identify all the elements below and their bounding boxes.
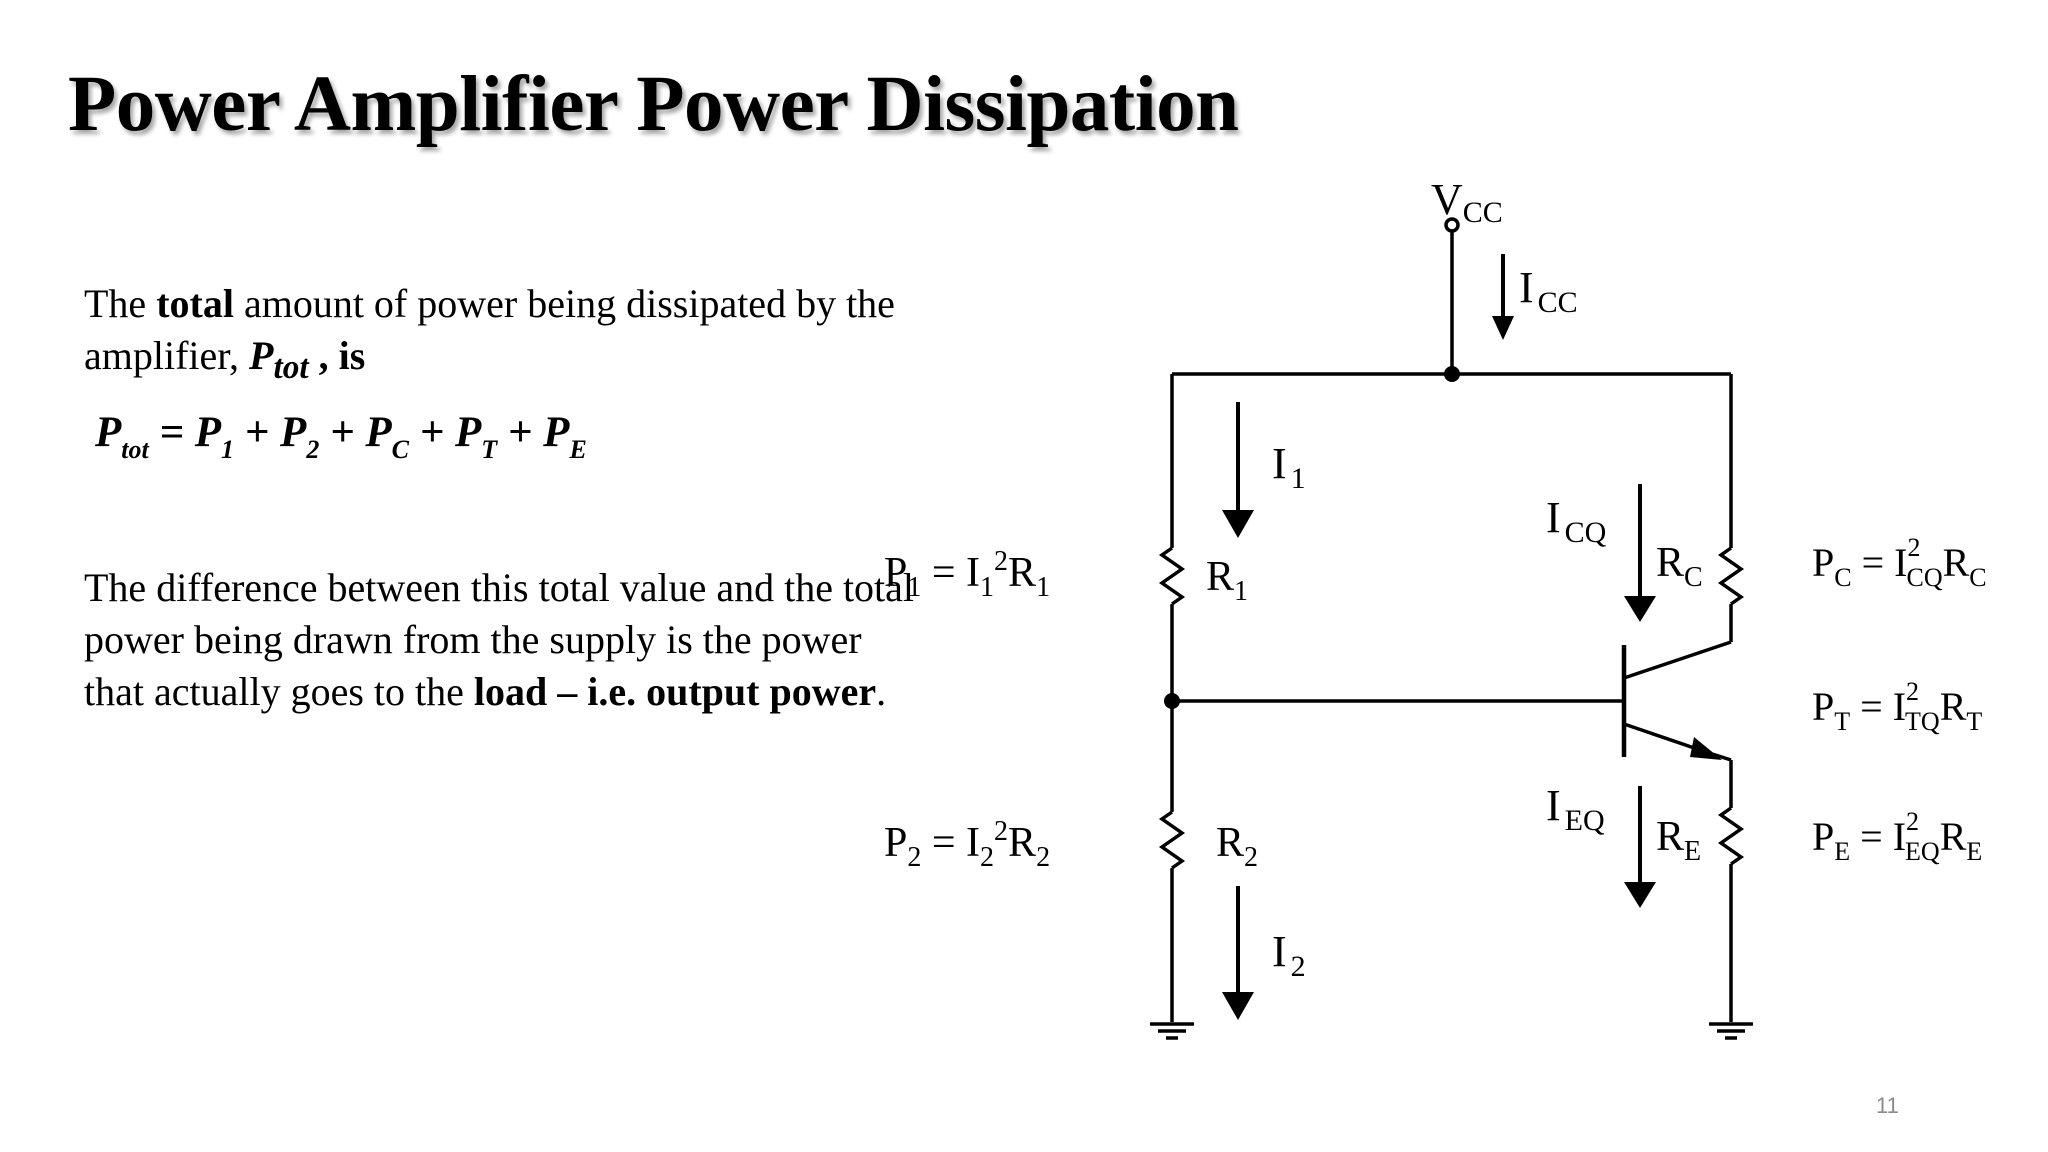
r2-label: R2 <box>1216 820 1258 873</box>
icq-arrow <box>1624 484 1656 622</box>
para1-mid: amount of power being dissipated by the … <box>84 281 895 378</box>
eq-term-pe-sub: E <box>569 435 587 464</box>
emitter-arrowhead <box>1690 737 1722 760</box>
ptot-symbol: P <box>249 333 274 378</box>
eq-term-pt-sub: T <box>481 435 498 464</box>
r1-resistor <box>1158 546 1186 606</box>
eq-lhs: P <box>95 409 122 456</box>
transistor-collector <box>1623 640 1732 680</box>
ptot-subscript: tot <box>273 349 309 386</box>
para2-text: The difference between this total value … <box>84 565 915 714</box>
para2-end: . <box>876 669 887 714</box>
para1-suffix: , is <box>308 333 366 378</box>
r2-resistor <box>1158 810 1186 870</box>
slide-title: Power Amplifier Power Dissipation <box>68 61 1239 148</box>
rc-label: RC <box>1656 540 1703 593</box>
total-power-paragraph: The total amount of power being dissipat… <box>84 278 924 394</box>
i2-arrow <box>1222 886 1254 1020</box>
eq-term-p2-sub: 2 <box>306 435 320 464</box>
p2-equation: P2 = I22R2 <box>884 816 1050 873</box>
eq-term-pe: P <box>543 409 570 456</box>
re-resistor <box>1717 806 1745 866</box>
base-junction-dot <box>1164 693 1180 709</box>
total-power-equation: Ptot = P1 + P2 + PC + PT + PE <box>95 409 587 464</box>
r1-label: R1 <box>1206 554 1248 607</box>
ieq-arrow <box>1624 786 1656 908</box>
i1-arrow <box>1222 402 1254 538</box>
re-label: RE <box>1656 814 1701 867</box>
icc-arrow <box>1492 254 1514 340</box>
rc-resistor <box>1717 546 1745 606</box>
slide-page-number: 11 <box>1876 1093 1899 1118</box>
output-power-paragraph: The difference between this total value … <box>84 562 924 718</box>
right-ground-symbol <box>1709 1022 1753 1040</box>
eq-lhs-sub: tot <box>121 435 149 464</box>
left-ground-symbol <box>1150 1022 1194 1040</box>
eq-term-p1: P <box>194 409 222 456</box>
para1-prefix: The <box>84 281 157 326</box>
eq-term-p1-sub: 1 <box>221 435 235 464</box>
para2-bold-load: load – i.e. output power <box>473 669 877 714</box>
eq-term-pt: P <box>454 409 482 456</box>
eq-term-pc-sub: C <box>391 435 409 464</box>
vcc-label: VCC <box>1431 175 1503 229</box>
eq-term-pc: P <box>365 409 392 456</box>
eq-term-p2: P <box>280 409 307 456</box>
p1-equation: P1 = I12R1 <box>884 546 1050 603</box>
para1-bold-total: total <box>156 281 234 326</box>
top-junction-dot <box>1444 366 1460 382</box>
